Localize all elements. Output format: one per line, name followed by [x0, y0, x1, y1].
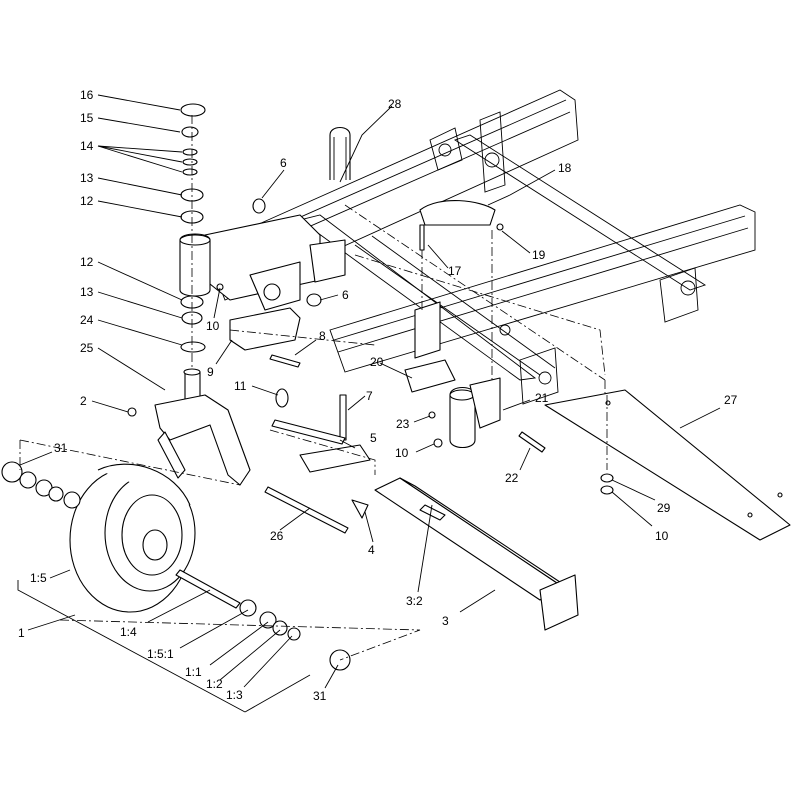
callout-19: 19 — [532, 248, 546, 262]
callout-21: 21 — [535, 391, 549, 405]
callout-10: 10 — [206, 319, 220, 333]
callout-22: 22 — [505, 471, 519, 485]
callout-16: 16 — [80, 88, 94, 102]
callout-29: 29 — [657, 501, 671, 515]
callout-18: 18 — [558, 161, 572, 175]
callout-31: 31 — [313, 689, 327, 703]
callout-12: 12 — [80, 194, 94, 208]
callout-6: 6 — [280, 156, 287, 170]
pins-and-links — [127, 198, 376, 534]
callout-13: 13 — [80, 171, 94, 185]
callout-31: 31 — [54, 441, 68, 455]
callout-24: 24 — [80, 313, 94, 327]
callout-28: 28 — [388, 97, 402, 111]
callout-3: 3 — [442, 614, 449, 628]
callout-25: 25 — [80, 341, 94, 355]
callout-10: 10 — [655, 529, 669, 543]
callout-20: 20 — [370, 355, 384, 369]
callout-7: 7 — [366, 389, 373, 403]
u-bolt — [329, 126, 351, 180]
callout-1-4: 1:4 — [120, 625, 137, 639]
main-frame — [204, 89, 756, 405]
callout-1-2: 1:2 — [206, 677, 223, 691]
callout-11: 11 — [234, 379, 247, 393]
callout-14: 14 — [80, 139, 94, 153]
callout-26: 26 — [270, 529, 284, 543]
callout-4: 4 — [368, 543, 375, 557]
tow-bar — [374, 477, 579, 631]
center-bracket — [404, 200, 546, 453]
leader-lines — [17, 94, 721, 713]
callout-23: 23 — [396, 417, 410, 431]
caster-arm — [179, 214, 346, 311]
callout-1-5-1: 1:5:1 — [147, 647, 174, 661]
callout-labels: 16 15 14 13 12 12 13 24 25 2 31 1:5 1 1:… — [18, 88, 738, 703]
spindle-stack — [180, 103, 206, 380]
callout-1-5: 1:5 — [30, 571, 47, 585]
callout-9: 9 — [207, 365, 214, 379]
callout-13: 13 — [80, 285, 94, 299]
callout-12: 12 — [80, 255, 94, 269]
callout-1-1: 1:1 — [185, 665, 202, 679]
callout-1: 1 — [18, 626, 25, 640]
callout-5: 5 — [370, 431, 377, 445]
callout-1-3: 1:3 — [226, 688, 243, 702]
callout-10: 10 — [395, 446, 409, 460]
callout-3-2: 3:2 — [406, 594, 423, 608]
plate — [544, 389, 791, 541]
callout-6: 6 — [342, 288, 349, 302]
dust-cap — [180, 103, 206, 117]
callout-8: 8 — [319, 329, 326, 343]
callout-15: 15 — [80, 111, 94, 125]
callout-17: 17 — [448, 264, 462, 278]
nut — [181, 126, 199, 138]
caster-fork — [154, 368, 251, 486]
callout-27: 27 — [724, 393, 738, 407]
callout-2: 2 — [80, 394, 87, 408]
seal — [180, 341, 206, 353]
wheel-assembly — [1, 439, 421, 671]
